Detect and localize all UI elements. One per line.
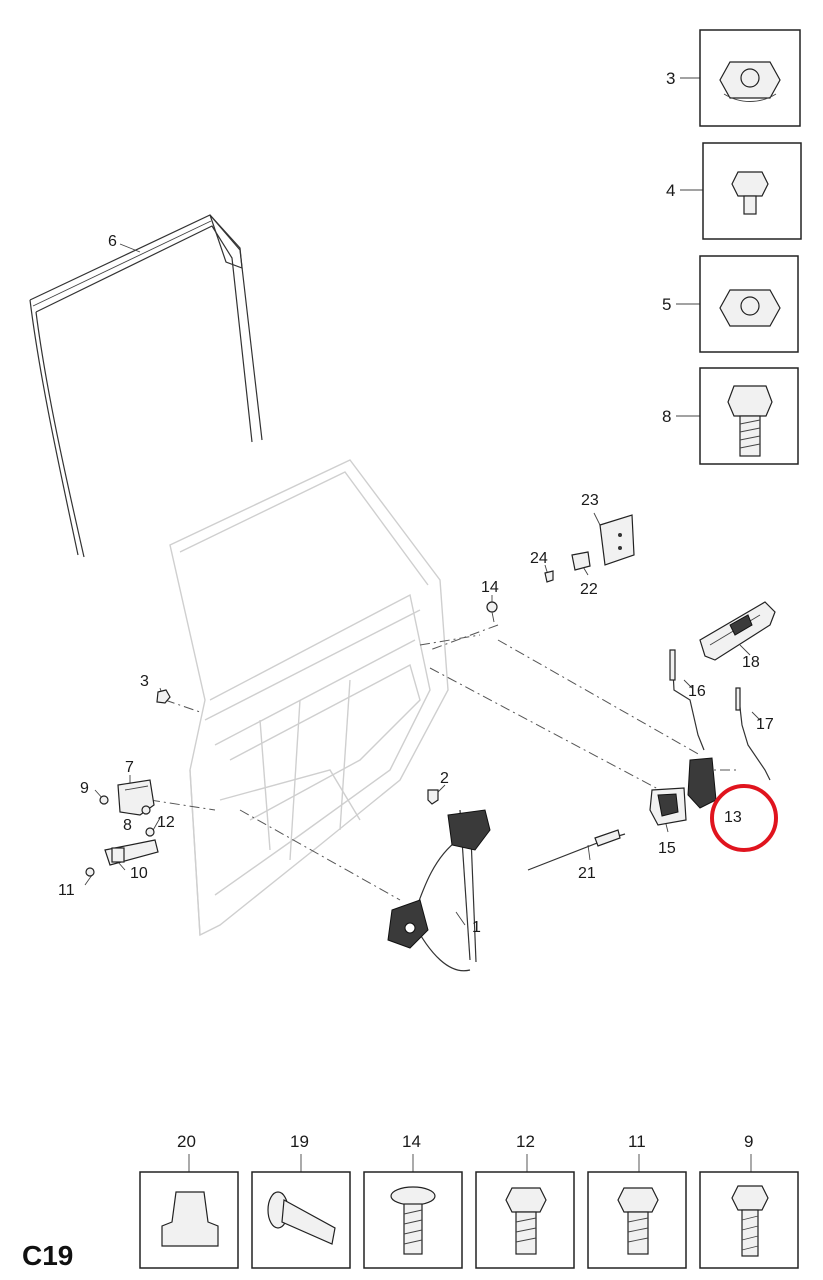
rear-door-frame [169,459,449,937]
screw-part-14-door[interactable] [486,601,498,623]
callout-1: 1 [472,919,481,936]
hinge-bolts[interactable] [85,795,155,877]
screw-part-24[interactable] [544,570,554,583]
callout-13: 13 [724,809,742,826]
svg-text:5: 5 [662,295,671,314]
callout-3: 3 [140,673,149,690]
svg-text:4: 4 [666,181,675,200]
bottom-box-19[interactable]: 19 [251,1132,351,1269]
side-box-3[interactable]: 3 [666,29,801,127]
callout-23: 23 [581,492,599,509]
side-box-8[interactable]: 8 [662,367,799,465]
bracket-part-22[interactable] [571,551,591,571]
svg-text:11: 11 [628,1132,646,1151]
callout-21: 21 [578,865,596,882]
svg-text:3: 3 [666,69,675,88]
callout-17: 17 [756,716,774,733]
callout-2: 2 [440,770,449,787]
bottom-box-14[interactable]: 14 [363,1132,463,1269]
side-box-4[interactable]: 4 [666,142,802,240]
callout-8: 8 [123,817,132,834]
svg-text:12: 12 [516,1132,535,1151]
callout-24: 24 [530,550,548,567]
callout-11: 11 [58,882,75,899]
callout-7: 7 [125,759,134,776]
callout-22: 22 [580,581,598,598]
release-cable-part-21[interactable] [527,829,626,871]
side-box-5[interactable]: 5 [662,255,799,353]
bottom-box-20[interactable]: 20 [139,1132,239,1269]
callout-14: 14 [481,579,499,596]
diagram-code: C19 [22,1240,74,1271]
lock-rod-part-17[interactable] [735,687,771,781]
callout-16: 16 [688,683,706,700]
door-lock-part-15[interactable] [649,757,717,826]
outside-handle-part-18[interactable] [699,601,776,661]
check-strap-part-10[interactable] [104,839,159,866]
bottom-box-9[interactable]: 9 [699,1132,799,1269]
svg-text:20: 20 [177,1132,196,1151]
callout-12: 12 [157,814,175,831]
nut-part-3-door[interactable] [156,689,171,704]
callout-labels: 6 3 7 9 8 12 10 11 2 1 21 15 13 16 17 18… [58,233,774,936]
svg-text:8: 8 [662,407,671,426]
callout-9: 9 [80,780,89,797]
highlight-circle-13 [710,784,778,852]
clip-part-2[interactable] [427,789,439,805]
svg-text:9: 9 [744,1132,753,1151]
bottom-box-12[interactable]: 12 [475,1132,575,1269]
lock-rod-part-16[interactable] [669,649,705,751]
striker-plate-part-23[interactable] [599,514,635,566]
callout-18: 18 [742,654,760,671]
window-regulator-part-1[interactable] [387,809,491,972]
callout-15: 15 [658,840,676,857]
callout-6: 6 [108,233,117,250]
callout-10: 10 [130,865,148,882]
bottom-box-11[interactable]: 11 [587,1132,687,1269]
window-seal-part-6[interactable] [29,214,263,558]
svg-text:14: 14 [402,1132,421,1151]
svg-text:19: 19 [290,1132,309,1151]
assembly-guide-lines [149,624,740,901]
